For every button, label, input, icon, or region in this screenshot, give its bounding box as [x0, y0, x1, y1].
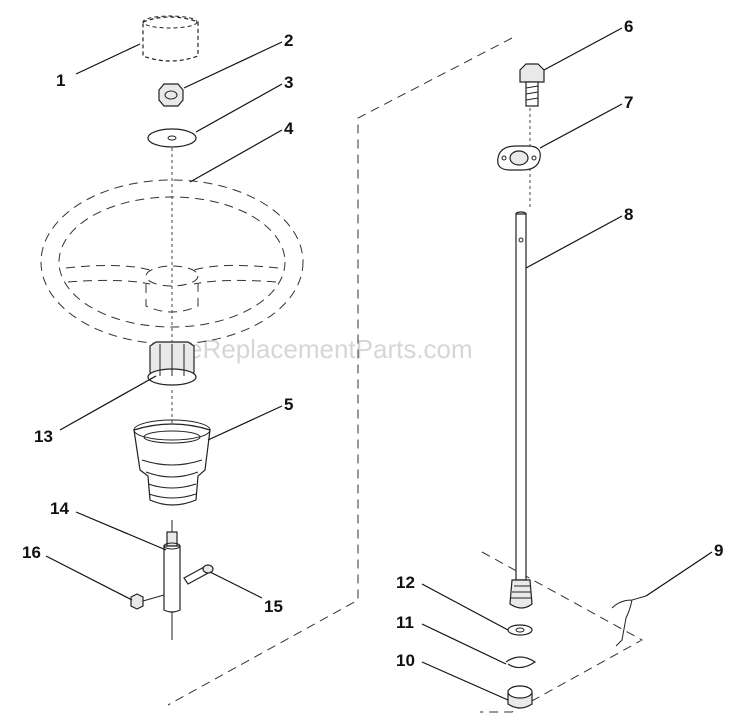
callout-14: 14	[50, 499, 69, 518]
callout-16: 16	[22, 543, 41, 562]
linkage-clip-part	[611, 595, 647, 647]
steering-shaft-part	[163, 520, 181, 613]
callout-9: 9	[714, 541, 723, 560]
watermark: eReplacementParts.com	[188, 334, 473, 364]
washer-part	[147, 128, 197, 148]
bushing-part	[507, 685, 533, 709]
pin-15-part	[183, 564, 214, 585]
callout-2: 2	[284, 31, 293, 50]
callout-11: 11	[396, 613, 414, 632]
callout-1: 1	[56, 71, 65, 90]
callout-4: 4	[284, 119, 294, 138]
steering-column-part	[515, 211, 527, 581]
callout-10: 10	[396, 651, 415, 670]
callout-12: 12	[396, 573, 415, 592]
callout-5: 5	[284, 395, 293, 414]
cap-part	[142, 15, 199, 62]
bolt-16-part	[130, 593, 165, 610]
callout-13: 13	[34, 427, 53, 446]
nut-part	[158, 83, 184, 107]
callout-7: 7	[624, 93, 633, 112]
pinion-gear-part	[509, 579, 533, 609]
hub-adapter-part	[147, 341, 197, 386]
leader-lines	[45, 27, 713, 701]
bolt-6-part	[519, 63, 545, 107]
callout-3: 3	[284, 73, 293, 92]
callout-15: 15	[264, 597, 283, 616]
panel-boundary	[167, 37, 644, 713]
snap-ring-part	[505, 656, 537, 669]
callout-8: 8	[624, 205, 633, 224]
washer-11-part	[507, 624, 533, 636]
boot-part	[133, 419, 211, 506]
flange-bearing-part	[497, 145, 541, 171]
callout-6: 6	[624, 17, 633, 36]
